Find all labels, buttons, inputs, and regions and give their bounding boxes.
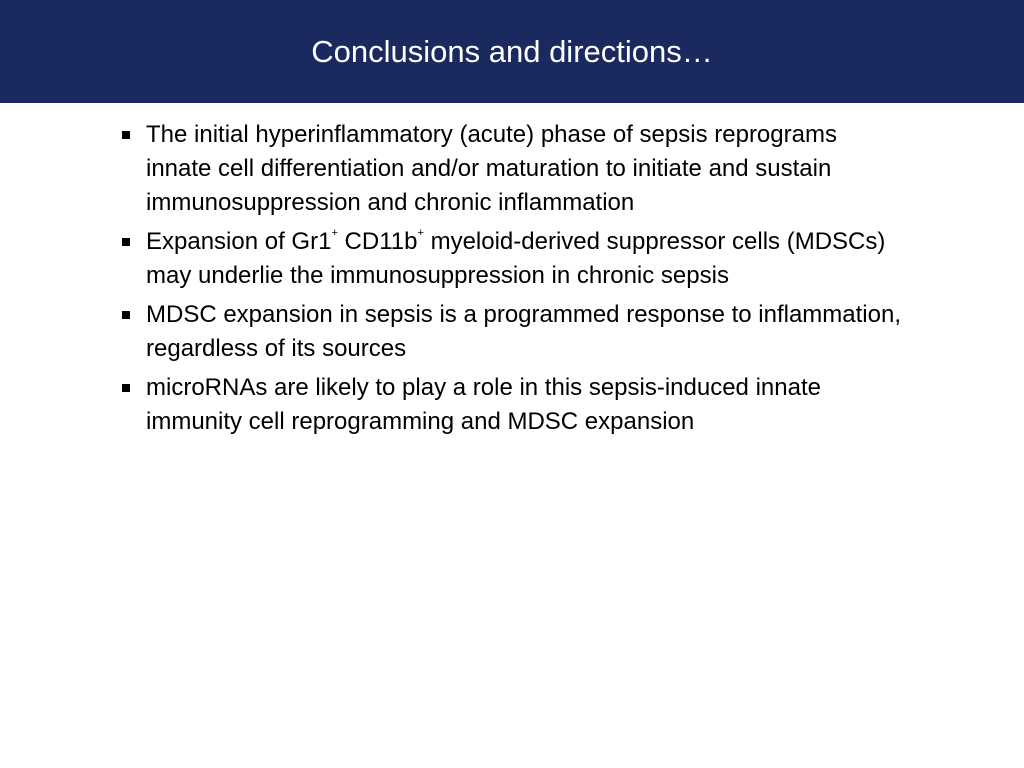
title-bar: Conclusions and directions…: [0, 0, 1024, 103]
slide-title: Conclusions and directions…: [311, 34, 713, 69]
bullet-text-2-part3: myeloid-derived suppressor cells (MDSCs)…: [146, 228, 886, 289]
superscript-plus: +: [417, 227, 424, 239]
bullet-item-2: Expansion of Gr1+ CD11b+ myeloid-derived…: [121, 225, 901, 293]
square-bullet-icon: [122, 311, 130, 319]
bullet-item-3: MDSC expansion in sepsis is a programmed…: [121, 298, 901, 366]
bullet-item-4: microRNAs are likely to play a role in t…: [121, 371, 901, 439]
square-bullet-icon: [122, 238, 130, 246]
bullet-text-3: MDSC expansion in sepsis is a programmed…: [146, 301, 902, 362]
bullet-text-2-part1: Expansion of Gr1: [146, 228, 332, 255]
square-bullet-icon: [122, 384, 130, 392]
square-bullet-icon: [122, 131, 130, 139]
bullet-text-4: microRNAs are likely to play a role in t…: [146, 374, 821, 435]
bullet-text-2-part2: CD11b: [337, 228, 418, 255]
superscript-plus: +: [331, 227, 338, 239]
bullet-text-1: The initial hyperinflammatory (acute) ph…: [146, 121, 837, 216]
bullet-item-1: The initial hyperinflammatory (acute) ph…: [121, 118, 901, 220]
bullet-list: The initial hyperinflammatory (acute) ph…: [121, 118, 901, 444]
